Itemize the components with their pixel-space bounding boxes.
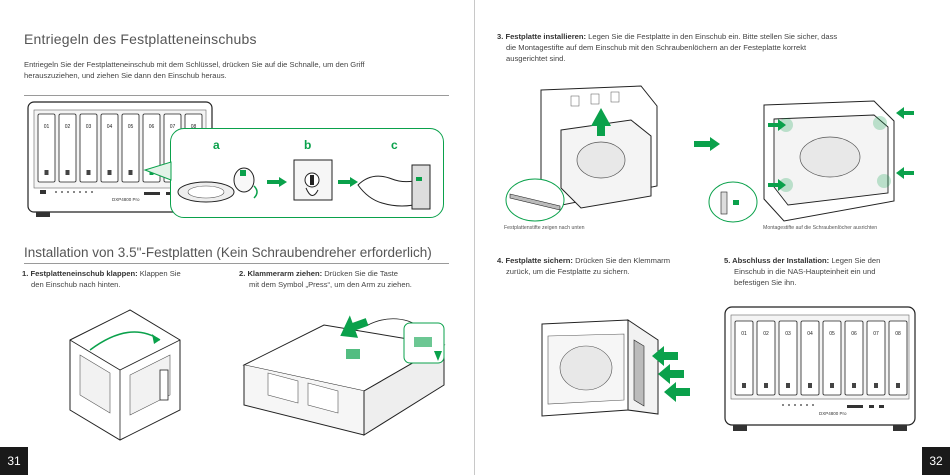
- page-number-32: 32: [922, 447, 950, 475]
- drive-bay-label: 01: [44, 124, 50, 130]
- drive-bay: [79, 113, 98, 183]
- step-3-line-2: die Montagestifte auf dem Einschub mit d…: [506, 43, 807, 52]
- pull-handle-illustration: [357, 164, 431, 210]
- nas-complete-illustration: 01 02 03 04 05 06 07 08 DXP4800 Pro: [724, 306, 916, 431]
- drive-bay-label: 06: [149, 124, 155, 130]
- left-page-title: Entriegeln des Festplatteneinschubs: [24, 31, 257, 47]
- page-gutter: [474, 0, 475, 475]
- page-number-31: 31: [0, 447, 28, 475]
- pins-detail-zoom: [505, 178, 565, 222]
- step-5-line-1: 5. Abschluss der Installation: Legen Sie…: [724, 256, 881, 265]
- drive-bay: [121, 113, 140, 183]
- bay-lock-indicator: [896, 383, 900, 388]
- callout-b: b: [304, 138, 312, 152]
- drive-bay-label: 01: [741, 331, 747, 337]
- bay-lock-indicator: [874, 383, 878, 388]
- bay-lock-indicator: [852, 383, 856, 388]
- clamp-arm-illustration: [242, 315, 446, 436]
- bay-lock-indicator: [808, 383, 812, 388]
- step-3-line-3: ausgerichtet sind.: [506, 54, 566, 63]
- bay-lock-indicator: [65, 170, 70, 175]
- drive-bay-label: 04: [807, 331, 813, 337]
- drive-bay: [778, 320, 798, 396]
- bay-lock-indicator: [128, 170, 133, 175]
- drive-bay-label: 05: [829, 331, 835, 337]
- hdd-insert-illustration: [540, 85, 658, 209]
- caption-pins-down: Festplattenstifte zeigen nach unten: [504, 225, 585, 231]
- drive-bay-label: 03: [785, 331, 791, 337]
- arrow-right-icon: [694, 137, 720, 151]
- secure-hdd-illustration: [541, 319, 690, 417]
- drive-bay: [800, 320, 820, 396]
- bay-lock-indicator: [786, 383, 790, 388]
- drive-bay-label: 07: [873, 331, 879, 337]
- caption-align-pins: Montagestifte auf die Schraubenlöcher au…: [763, 225, 878, 231]
- bay-lock-indicator: [742, 383, 746, 388]
- drive-bay: [844, 320, 864, 396]
- left-page: Entriegeln des Festplatteneinschubs Entr…: [0, 0, 474, 475]
- drive-bay: [756, 320, 776, 396]
- drive-bay: [866, 320, 886, 396]
- drive-bay: [37, 113, 56, 183]
- drive-bay-label: 07: [170, 124, 176, 130]
- press-buckle-illustration: [293, 159, 333, 201]
- screw-hole-detail-zoom: [708, 181, 758, 223]
- bay-lock-indicator: [107, 170, 112, 175]
- drive-bay: [888, 320, 908, 396]
- step-1-line-1: 1. Festplatteneinschub klappen: Klappen …: [22, 269, 181, 278]
- drive-bay-label: 03: [86, 124, 92, 130]
- callout-a: a: [213, 138, 220, 152]
- step-4-line-1: 4. Festplatte sichern: Drücken Sie den K…: [497, 256, 671, 265]
- hdd-aligned-illustration: [763, 100, 914, 222]
- section-title: Installation von 3.5"-Festplatten (Kein …: [24, 245, 432, 260]
- bay-lock-indicator: [44, 170, 49, 175]
- drive-bay-label: 08: [191, 124, 197, 130]
- device-brand-label: DXP4800 Pro: [819, 411, 847, 416]
- drive-bay: [142, 113, 161, 183]
- drive-bay-label: 04: [107, 124, 113, 130]
- divider: [24, 95, 449, 96]
- device-brand-label: DXP4800 Pro: [112, 197, 140, 202]
- divider: [24, 263, 449, 264]
- drive-bay-label: 05: [128, 124, 134, 130]
- drive-bay-label: 06: [851, 331, 857, 337]
- drive-bay: [734, 320, 754, 396]
- callout-pointer: [143, 161, 172, 181]
- key-unlock-illustration: [177, 167, 258, 203]
- drive-bay: [822, 320, 842, 396]
- step-3-line-1: 3. Festplatte installieren: Legen Sie di…: [497, 32, 838, 41]
- drive-bay-label: 02: [65, 124, 71, 130]
- arrow-right-icon: [338, 177, 358, 187]
- callout-c: c: [391, 138, 398, 152]
- tray-fold-illustration: [69, 309, 181, 441]
- intro-line-1: Entriegeln Sie der Festplatteneinschub m…: [24, 60, 365, 69]
- step-4-line-2: zurück, um die Festplatte zu sichern.: [506, 267, 630, 276]
- bay-lock-indicator: [764, 383, 768, 388]
- step-5-line-2: Einschub in die NAS-Haupteinheit ein und: [734, 267, 876, 276]
- drive-bay-label: 08: [895, 331, 901, 337]
- step-5-line-3: befestigen Sie ihn.: [734, 278, 797, 287]
- drive-bay-label: 02: [763, 331, 769, 337]
- right-page: 3. Festplatte installieren: Legen Sie di…: [476, 0, 950, 475]
- drive-bay: [100, 113, 119, 183]
- step-1-line-2: den Einschub nach hinten.: [31, 280, 121, 289]
- intro-line-2: herauszuziehen, und ziehen Sie dann den …: [24, 71, 227, 80]
- step-2-line-1: 2. Klammerarm ziehen: Drücken Sie die Ta…: [239, 269, 398, 278]
- bay-lock-indicator: [86, 170, 91, 175]
- bay-lock-indicator: [830, 383, 834, 388]
- step-2-line-2: mit dem Symbol „Press“, um den Arm zu zi…: [249, 280, 412, 289]
- arrow-right-icon: [267, 177, 287, 187]
- drive-bay: [58, 113, 77, 183]
